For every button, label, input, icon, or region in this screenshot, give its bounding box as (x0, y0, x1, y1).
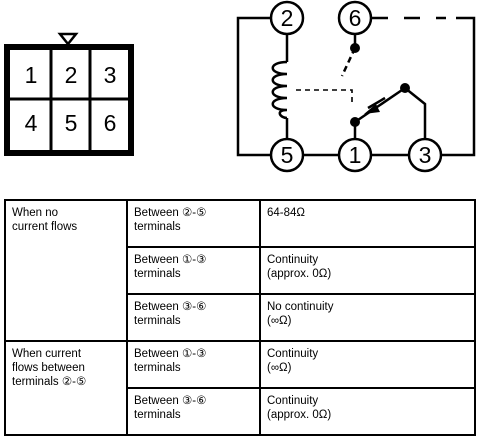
svg-text:2: 2 (281, 5, 294, 31)
contact-point (350, 43, 360, 53)
result-cell: Continuity (approx. 0Ω) (259, 387, 476, 436)
terminal-pair-cell: Between ①-③ terminals (126, 246, 261, 295)
relay-diagram: 1 2 3 4 5 6 2 6 (4, 0, 476, 173)
connector-key-icon (57, 32, 79, 47)
svg-text:1: 1 (349, 142, 362, 168)
coil (271, 60, 288, 120)
condition-cell: When current flows between terminals ②-⑤ (4, 340, 128, 436)
terminal-6: 6 (337, 0, 373, 36)
svg-text:3: 3 (419, 142, 432, 168)
magnetic-link (296, 89, 353, 104)
pin-label: 6 (104, 110, 117, 136)
contact-arm (340, 47, 357, 77)
relay-schematic (236, 16, 476, 157)
contact-point (400, 83, 410, 93)
wire (367, 96, 386, 110)
terminal-pair-cell: Between ②-⑤ terminals (126, 199, 261, 248)
result-cell: Continuity (approx. 0Ω) (259, 246, 476, 295)
svg-text:6: 6 (349, 5, 362, 31)
terminal-5: 5 (269, 137, 305, 173)
arrow-icon (364, 104, 380, 114)
condition-cell: When no current flows (4, 199, 128, 342)
terminal-3: 3 (407, 137, 443, 173)
contact-arm (354, 86, 406, 124)
result-cell: Continuity (∞Ω) (259, 340, 476, 389)
contact-point (350, 117, 360, 127)
terminal-pair-cell: Between ③-⑥ terminals (126, 387, 261, 436)
terminal-2: 2 (269, 0, 305, 36)
terminal-pair-cell: Between ①-③ terminals (126, 340, 261, 389)
table-row: When no current flows Between ②-⑤ termin… (4, 199, 476, 342)
result-cell: 64-84Ω (259, 199, 476, 248)
table-row: Between ①-③ terminals Continuity (approx… (5, 246, 476, 295)
continuity-table: When no current flows Between ②-⑤ termin… (4, 199, 476, 436)
pin-label: 2 (65, 62, 78, 88)
wire (442, 16, 476, 157)
wire (404, 87, 427, 138)
table-row: Between ③-⑥ terminals No continuity (∞Ω) (5, 293, 476, 342)
svg-text:5: 5 (281, 142, 294, 168)
result-cell: No continuity (∞Ω) (259, 293, 476, 342)
pin-label: 5 (65, 110, 78, 136)
pin-label: 3 (104, 62, 117, 88)
connector-face: 1 2 3 4 5 6 (4, 32, 134, 156)
table-row: When current flows between terminals ②-⑤… (4, 340, 476, 436)
wire (236, 16, 270, 157)
terminal-pair-cell: Between ③-⑥ terminals (126, 293, 261, 342)
pin-label: 4 (25, 110, 38, 136)
terminal-1: 1 (337, 137, 373, 173)
pin-label: 1 (25, 62, 38, 88)
